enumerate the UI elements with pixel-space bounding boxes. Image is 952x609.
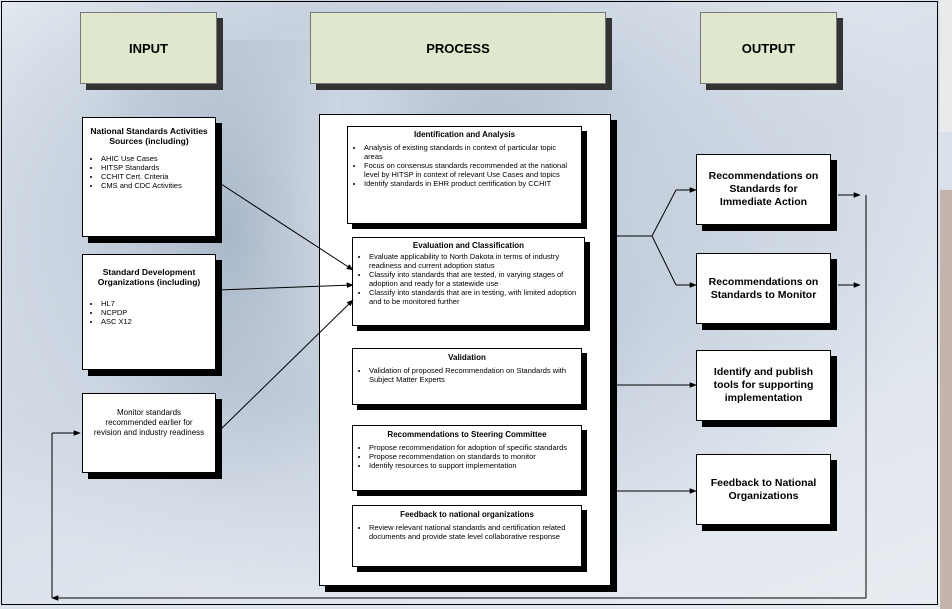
input-text: Monitor standards recommended earlier fo… [93,408,205,437]
process-box-feedback: Feedback to national organizations Revie… [352,505,582,567]
input-box-monitor: Monitor standards recommended earlier fo… [82,393,216,473]
input-title: Standard Development Organizations (incl… [97,267,201,287]
arrow-monitor-to-evaluation [217,299,354,433]
process-list: Propose recommendation for adoption of s… [357,443,577,470]
list-item: Propose recommendation for adoption of s… [369,443,577,452]
list-item: NCPDP [101,308,209,317]
process-title: Identification and Analysis [413,130,516,139]
list-item: Validation of proposed Recommendation on… [369,366,577,384]
arrow-sdo-to-evaluation [217,282,354,291]
process-box-identification: Identification and Analysis Analysis of … [347,126,582,224]
process-title: Validation [448,353,486,362]
list-item: HITSP Standards [101,163,209,172]
decorative-panel-top [940,0,952,132]
list-item: HL7 [101,299,209,308]
list-item: Focus on consensus standards recommended… [364,161,577,179]
process-title: Recommendations to Steering Committee [387,430,547,439]
input-box-sdo: Standard Development Organizations (incl… [82,254,216,370]
diagram-frame [1,1,938,605]
process-list: Evaluate applicability to North Dakota i… [357,252,580,306]
process-list: Review relevant national standards and c… [357,523,577,541]
input-header: INPUT [80,12,217,84]
input-list: AHIC Use Cases HITSP Standards CCHIT Cer… [89,154,209,190]
output-box-feedback: Feedback to National Organizations [696,454,831,525]
list-item: CCHIT Cert. Criteria [101,172,209,181]
process-title: Feedback to national organizations [400,510,534,519]
output-header: OUTPUT [700,12,837,84]
list-item: AHIC Use Cases [101,154,209,163]
branch-brace [651,189,677,286]
process-title: Evaluation and Classification [412,241,525,250]
list-item: Propose recommendation on standards to m… [369,452,577,461]
list-item: ASC X12 [101,317,209,326]
list-item: CMS and CDC Activities [101,181,209,190]
list-item: Classify into standards that are tested,… [369,270,580,288]
list-item: Identify resources to support implementa… [369,461,577,470]
decorative-panel [940,190,952,609]
input-list: HL7 NCPDP ASC X12 [89,299,209,326]
process-box-recommendations: Recommendations to Steering Committee Pr… [352,425,582,491]
list-item: Evaluate applicability to North Dakota i… [369,252,580,270]
arrow-national-to-evaluation [217,181,354,271]
process-list: Validation of proposed Recommendation on… [357,366,577,384]
list-item: Analysis of existing standards in contex… [364,143,577,161]
list-item: Classify into standards that are in test… [369,288,580,306]
process-header: PROCESS [310,12,606,84]
list-item: Identify standards in EHR product certif… [364,179,577,188]
process-list: Analysis of existing standards in contex… [352,143,577,188]
process-box-validation: Validation Validation of proposed Recomm… [352,348,582,405]
input-box-national-standards: National Standards Activities Sources (i… [82,117,216,237]
output-box-tools: Identify and publish tools for supportin… [696,350,831,421]
list-item: Review relevant national standards and c… [369,523,577,541]
input-title: National Standards Activities Sources (i… [90,126,208,146]
process-box-evaluation: Evaluation and Classification Evaluate a… [352,237,585,326]
output-box-monitor: Recommendations on Standards to Monitor [696,253,831,324]
